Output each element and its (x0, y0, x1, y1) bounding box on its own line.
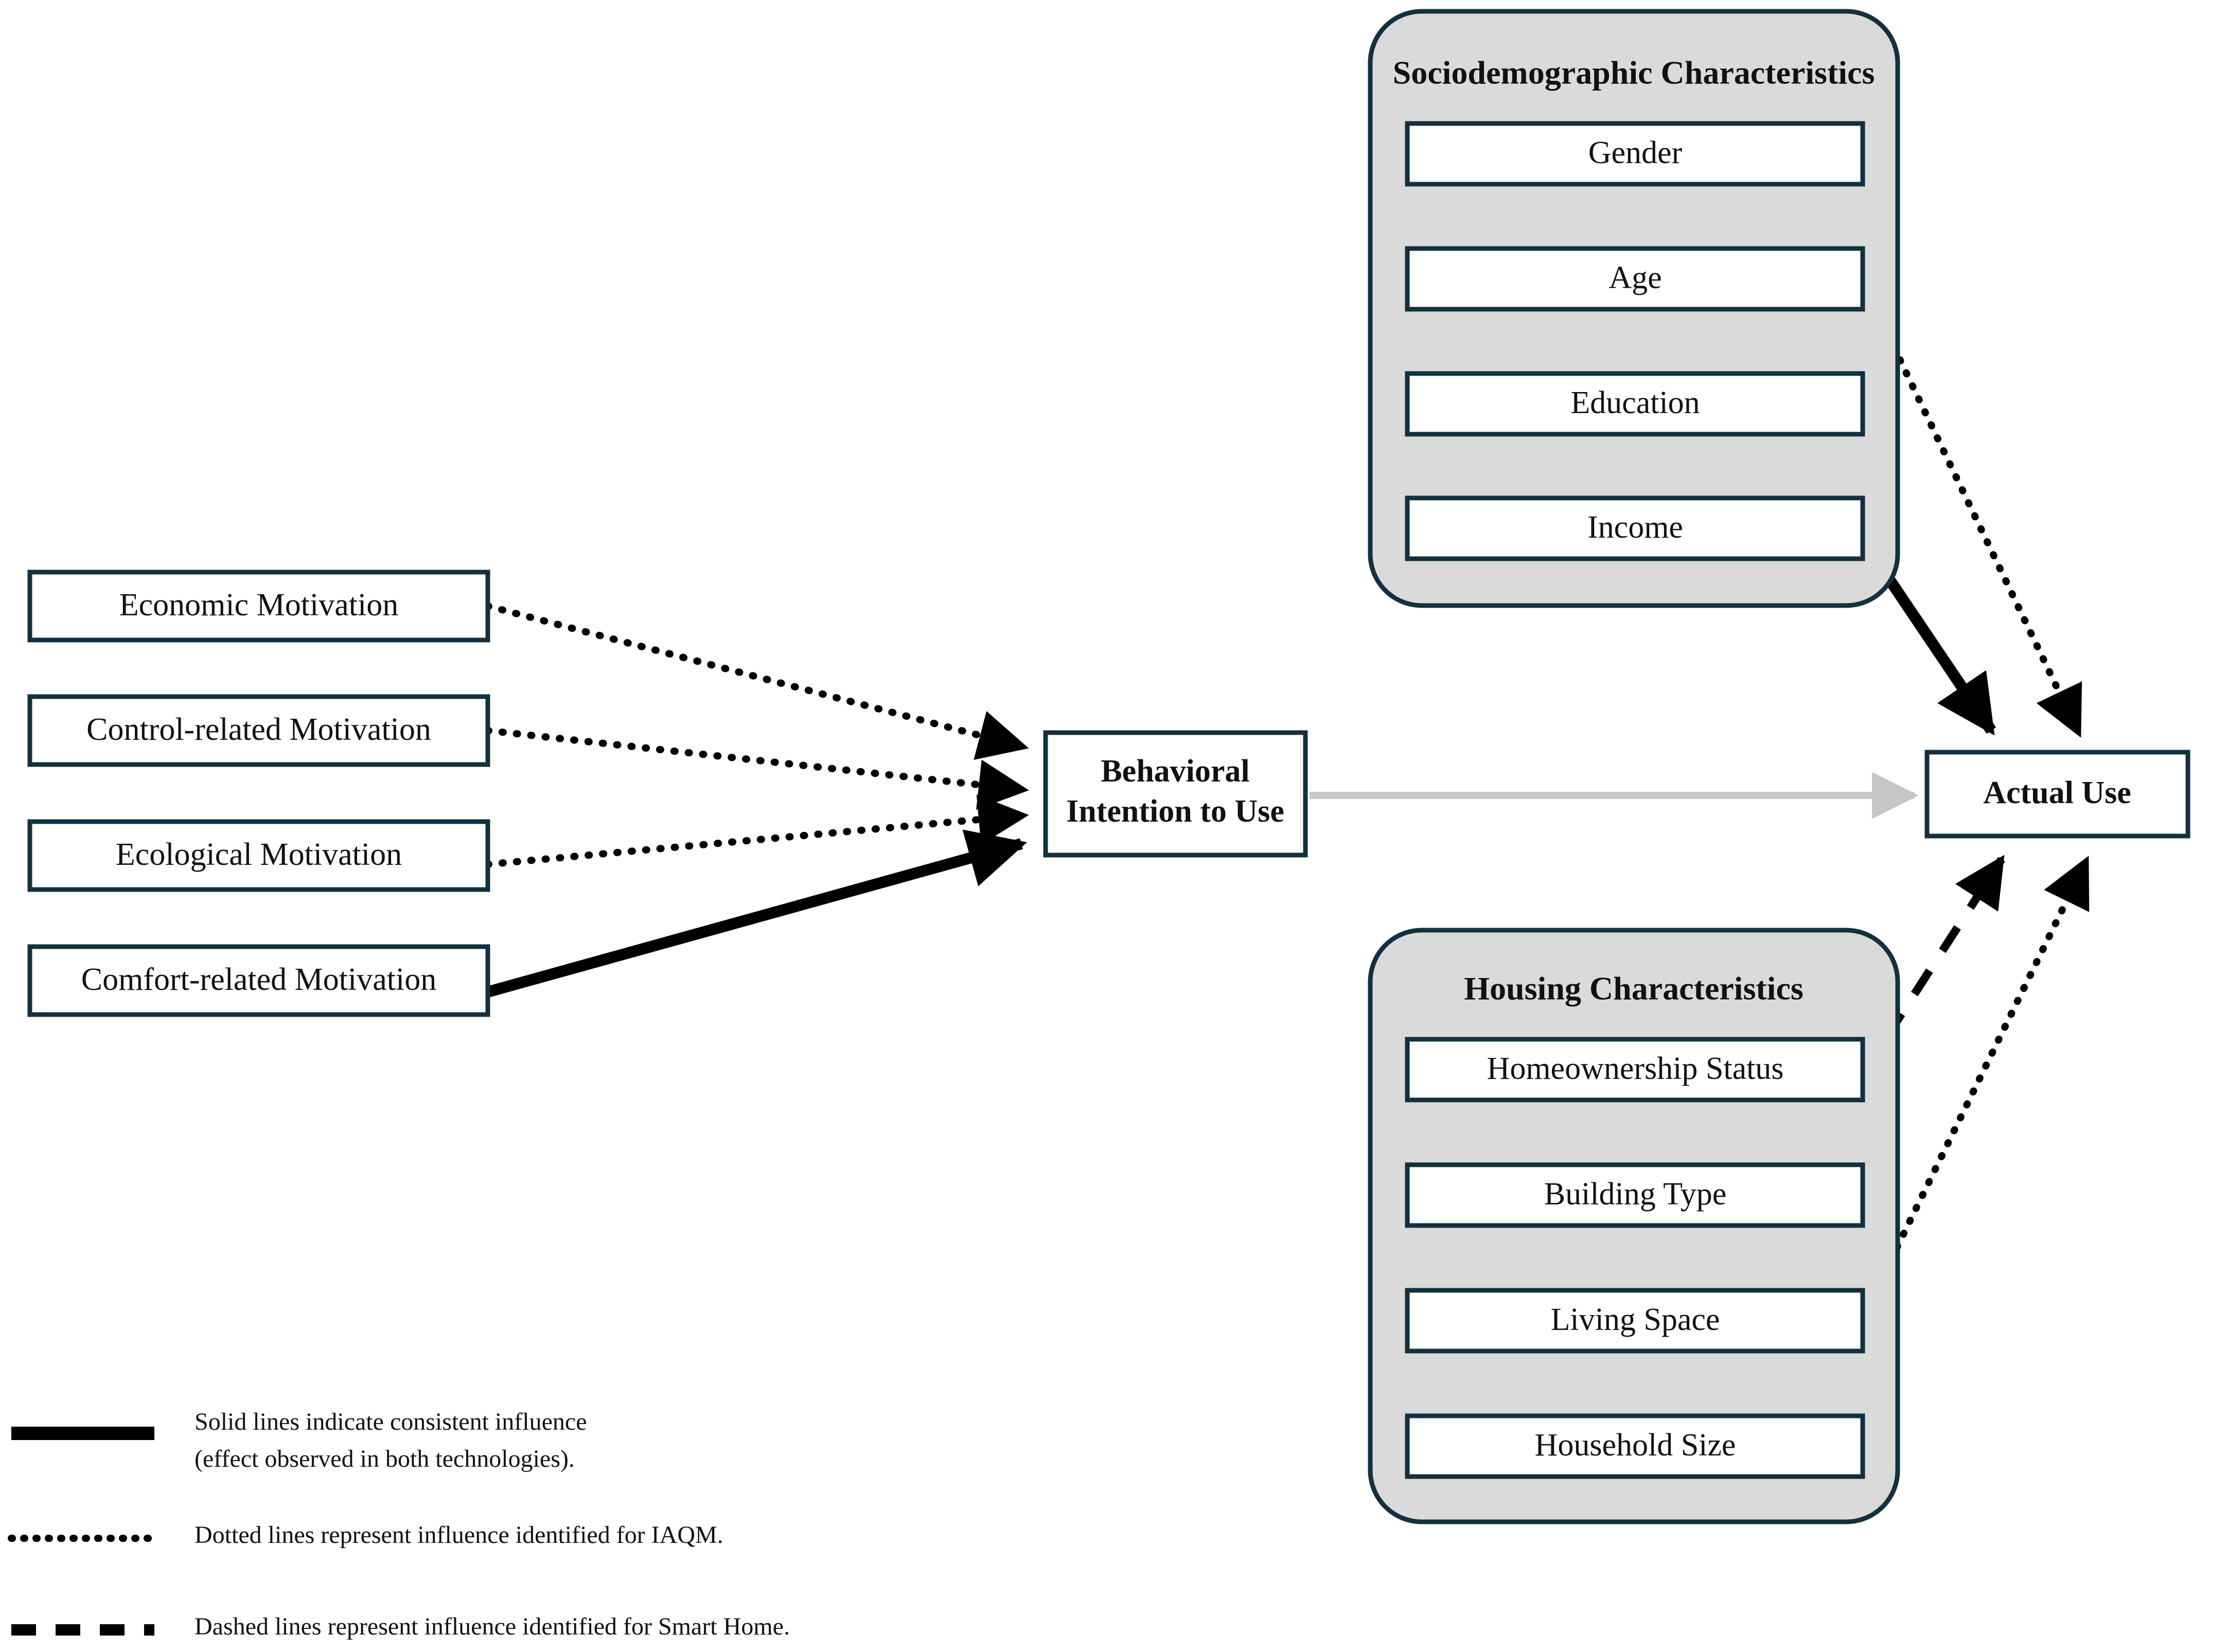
housing-item-living-space[interactable]: Living Space (1405, 1288, 1865, 1354)
sociodemographic-item-age[interactable]: Age (1405, 246, 1865, 312)
sociodemographic-label-education: Education (1570, 385, 1700, 420)
housing-label-building-type: Building Type (1544, 1177, 1726, 1212)
sociodemographic-item-gender[interactable]: Gender (1405, 121, 1865, 187)
motivation-label-comfort-related: Comfort-related Motivation (81, 962, 436, 997)
motivation-label-control-related: Control-related Motivation (86, 712, 431, 747)
legend-solid-text-line2: (effect observed in both technologies). (195, 1445, 575, 1472)
legend: Solid lines indicate consistent influenc… (8, 1408, 790, 1640)
housing-item-building-type[interactable]: Building Type (1405, 1162, 1865, 1228)
motivation-box-ecological[interactable]: Ecological Motivation (27, 819, 490, 892)
edge-comfort-to-intention (486, 829, 1028, 998)
edge-control-to-intention (484, 727, 1029, 810)
housing-panel-title: Housing Characteristics (1464, 970, 1804, 1007)
behavioral-intention-label-line1: Behavioral (1101, 754, 1249, 789)
housing-panel: Housing Characteristics Homeownership St… (1368, 928, 1900, 1524)
motivation-label-ecological: Ecological Motivation (116, 837, 402, 872)
sociodemographic-item-education[interactable]: Education (1405, 371, 1865, 437)
edge-ecological-to-intention (484, 794, 1029, 868)
sociodemographic-label-age: Age (1609, 260, 1662, 295)
motivation-box-economic[interactable]: Economic Motivation (27, 570, 490, 643)
sociodemographic-panel: Sociodemographic Characteristics Gender … (1368, 9, 1900, 608)
legend-solid-text-line1: Solid lines indicate consistent influenc… (195, 1408, 587, 1435)
housing-label-household-size: Household Size (1535, 1428, 1736, 1463)
legend-item-solid: Solid lines indicate consistent influenc… (11, 1408, 587, 1472)
edge-homeownership-to-actual-use (1855, 855, 2005, 1083)
behavioral-intention-label-line2: Intention to Use (1066, 794, 1284, 829)
edge-economic-to-intention (484, 602, 1029, 760)
housing-item-household-size[interactable]: Household Size (1405, 1413, 1865, 1479)
legend-item-dashed: Dashed lines represent influence identif… (11, 1613, 790, 1640)
housing-label-homeownership-status: Homeownership Status (1487, 1051, 1784, 1086)
motivation-box-comfort-related[interactable]: Comfort-related Motivation (27, 944, 490, 1017)
actual-use-label: Actual Use (1983, 775, 2131, 810)
behavioral-intention-box[interactable]: Behavioral Intention to Use (1043, 730, 1308, 858)
legend-dotted-text-line1: Dotted lines represent influence identif… (195, 1521, 723, 1549)
actual-use-box[interactable]: Actual Use (1924, 750, 2190, 839)
housing-label-living-space: Living Space (1551, 1302, 1720, 1337)
motivation-box-control-related[interactable]: Control-related Motivation (27, 694, 490, 767)
legend-item-dotted: Dotted lines represent influence identif… (8, 1521, 723, 1549)
sociodemographic-item-income[interactable]: Income (1405, 495, 1865, 561)
sociodemographic-label-gender: Gender (1588, 135, 1683, 170)
sociodemographic-panel-title: Sociodemographic Characteristics (1393, 55, 1875, 91)
legend-dashed-text-line1: Dashed lines represent influence identif… (195, 1613, 790, 1640)
sociodemographic-label-income: Income (1587, 510, 1683, 545)
housing-item-homeownership-status[interactable]: Homeownership Status (1405, 1037, 1865, 1103)
motivation-label-economic: Economic Motivation (119, 588, 398, 623)
